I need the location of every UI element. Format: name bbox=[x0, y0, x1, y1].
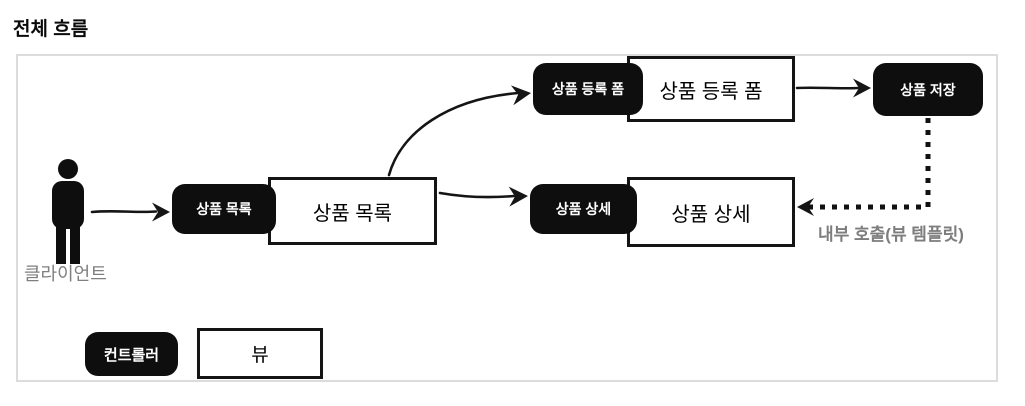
node-product-list-controller-label: 상품 목록 bbox=[196, 201, 252, 217]
legend-view-label: 뷰 bbox=[251, 345, 269, 366]
node-product-list-view: 상품 목록 bbox=[268, 177, 437, 245]
legend-controller-label: 컨트롤러 bbox=[103, 346, 160, 364]
node-product-detail-view: 상품 상세 bbox=[627, 177, 795, 247]
legend-view: 뷰 bbox=[197, 328, 323, 379]
node-product-form-controller-label: 상품 등록 폼 bbox=[551, 81, 625, 97]
node-product-form-view: 상품 등록 폼 bbox=[627, 56, 795, 122]
node-product-save-controller-label: 상품 저장 bbox=[900, 81, 956, 98]
node-product-detail-controller: 상품 상세 bbox=[530, 184, 637, 234]
node-product-detail-view-label: 상품 상세 bbox=[671, 203, 751, 226]
client-person-icon bbox=[52, 159, 84, 264]
node-product-list-view-label: 상품 목록 bbox=[312, 202, 393, 225]
node-product-detail-controller-label: 상품 상세 bbox=[555, 201, 612, 217]
node-product-save-controller: 상품 저장 bbox=[873, 63, 983, 116]
internal-call-label: 내부 호출(뷰 템플릿) bbox=[818, 225, 964, 244]
node-product-list-controller: 상품 목록 bbox=[172, 184, 276, 234]
node-product-form-view-label: 상품 등록 폼 bbox=[659, 80, 763, 103]
client-label: 클라이언트 bbox=[24, 264, 107, 284]
page-title: 전체 흐름 bbox=[13, 19, 89, 40]
legend-controller: 컨트롤러 bbox=[85, 332, 178, 376]
node-product-form-controller: 상품 등록 폼 bbox=[533, 63, 643, 115]
